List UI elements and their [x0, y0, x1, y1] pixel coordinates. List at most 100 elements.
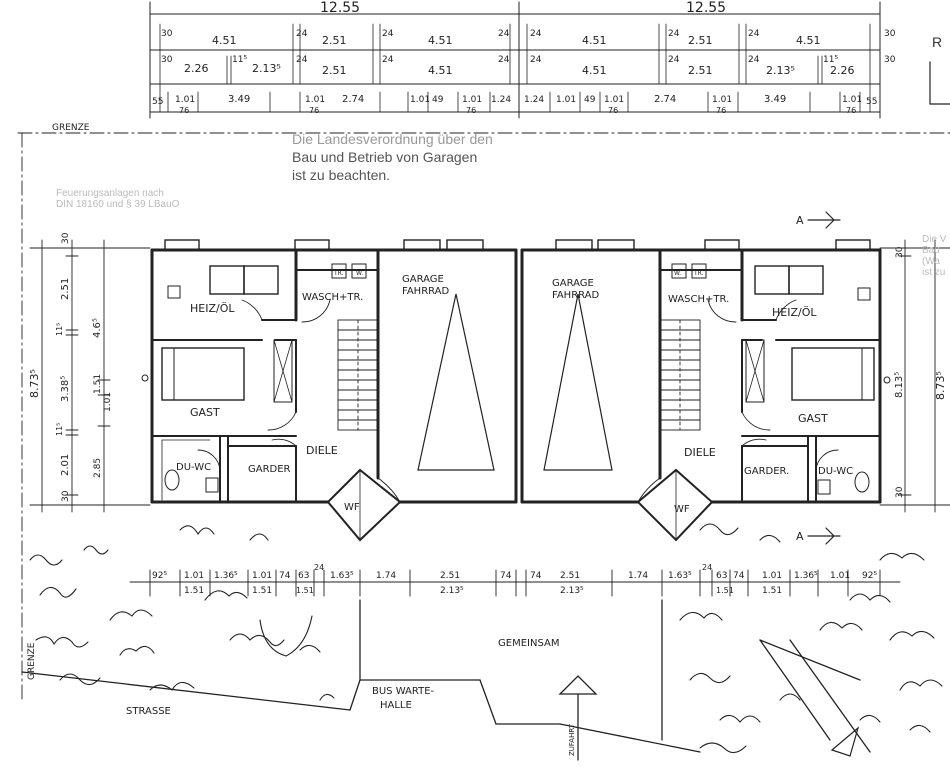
dim-left-r3-3: 3.49 — [228, 94, 250, 105]
dim-right-r2-5: 2.13⁵ — [766, 64, 795, 77]
dim-left-r1-3: 2.51 — [322, 34, 347, 47]
dim-bottom-right-11: 1.36⁵ — [794, 571, 818, 581]
left-house — [141, 239, 518, 542]
dim-vert-left-7: 8.73⁵ — [28, 369, 41, 398]
right-edge-line1: Die V — [922, 234, 947, 245]
left-dimension-lines — [29, 239, 151, 513]
dim-bottom-right-13: 92⁵ — [862, 571, 877, 581]
room-wasch-right: WASCH+TR. — [668, 294, 729, 305]
room-heiz-right: HEIZ/ÖL — [772, 306, 817, 319]
dim-bottom-right-1: 2.51 — [560, 571, 580, 581]
dim-right-r3-0: 1.24 — [524, 95, 544, 105]
dim-left-r2-8: 24 — [498, 55, 510, 65]
dim-left-r3-11: 1.24 — [491, 95, 511, 105]
dim-left-r3-1: 1.01 — [175, 95, 195, 105]
dim-right-r1-4: 24 — [748, 29, 760, 39]
dim-left-r1-1: 4.51 — [212, 34, 237, 47]
dim-left-r2-0: 30 — [161, 55, 173, 65]
dim-bottom-left-1: 1.01 — [184, 571, 204, 581]
dim-vert-left-9: 1.51 — [93, 374, 103, 394]
site-lines — [21, 599, 871, 761]
label-gemeinsam: GEMEINSAM — [498, 638, 559, 649]
dim-vert-left-10: 1.01 — [103, 392, 113, 412]
feuer-note-line1: Feuerungsanlagen nach — [56, 188, 164, 199]
room-tr-right: TR. — [693, 270, 704, 277]
room-fahrrad-right: FAHRRAD — [552, 290, 600, 301]
label-strasse: STRASSE — [126, 706, 171, 717]
dim-right-r2-6: 11⁵ — [823, 55, 838, 65]
dim-right-r3-8: 3.49 — [764, 94, 786, 105]
dim-right-r3-4: 76 — [608, 106, 618, 115]
right-house — [520, 239, 891, 542]
dim-right-r3-9: 1.01 — [842, 95, 862, 105]
dim-left-r3-10: 76 — [466, 106, 476, 115]
room-duwc-left: DU-WC — [176, 462, 211, 473]
dim-left-r3-4: 1.01 — [305, 95, 325, 105]
dim-vert-left-2: 11⁵ — [55, 323, 64, 336]
label-grenze-side: GRENZE — [27, 642, 37, 680]
bottom-dimension-lines — [129, 569, 901, 597]
dim-left-r1-6: 24 — [498, 29, 510, 39]
dim-bottom-left-10: 1.63⁵ — [330, 571, 354, 581]
dim-left-r3-9: 1.01 — [462, 95, 482, 105]
dim-bottom-right-2: 2.13⁵ — [560, 586, 584, 596]
garage-note-line1: Die Landesverordnung über den — [292, 131, 493, 147]
room-gast-left: GAST — [190, 406, 220, 419]
section-marker-lines — [807, 211, 841, 545]
dim-bottom-right-3: 1.74 — [628, 571, 648, 581]
garage-regulation-note: Die Landesverordnung über den Bau und Be… — [292, 130, 493, 184]
dim-bottom-right-5: 24 — [702, 563, 712, 572]
dim-right-r2-4: 24 — [748, 55, 760, 65]
dim-vert-left-6: 30 — [61, 490, 71, 502]
property-boundary — [17, 132, 950, 701]
dim-left-r1-4: 24 — [382, 29, 394, 39]
dim-bottom-left-12: 2.51 — [440, 571, 460, 581]
dim-right-r3-2: 49 — [584, 95, 596, 105]
dim-vert-left-8: 4.6⁵ — [92, 318, 103, 338]
dim-right-r2-0: 24 — [530, 55, 542, 65]
dim-left-r3-2: 76 — [179, 106, 189, 115]
dim-bottom-right-6: 63 — [716, 571, 727, 581]
dim-bottom-left-2: 1.51 — [184, 586, 204, 596]
dim-vert-left-5: 2.01 — [60, 454, 71, 476]
dim-bottom-right-9: 1.01 — [762, 571, 782, 581]
room-tr-left: TR. — [333, 270, 344, 277]
dim-left-r2-5: 2.51 — [322, 64, 347, 77]
room-diele-right: DIELE — [684, 446, 716, 459]
dim-right-r1-0: 24 — [530, 29, 542, 39]
dim-right-r1-3: 2.51 — [688, 34, 713, 47]
dim-left-r1-0: 30 — [161, 29, 173, 39]
dim-bottom-left-4: 1.01 — [252, 571, 272, 581]
room-gast-right: GAST — [798, 412, 828, 425]
room-wf-left: WF — [344, 502, 360, 513]
dim-bottom-right-7: 1.51 — [716, 586, 734, 595]
room-garage-right: GARAGE — [552, 278, 594, 289]
firing-installation-note: Feuerungsanlagen nach DIN 18160 und § 39… — [56, 188, 179, 210]
dim-right-r1-5: 4.51 — [796, 34, 821, 47]
label-bus-line2: HALLE — [380, 700, 412, 711]
room-garder-right: GARDER. — [744, 466, 789, 477]
dim-vert-right-1: 8.73⁵ — [934, 371, 947, 400]
dim-bottom-left-14: 74 — [500, 571, 512, 581]
dim-right-r2-3: 2.51 — [688, 64, 713, 77]
dim-bottom-left-13: 2.13⁵ — [440, 586, 464, 596]
room-fahrrad-left: FAHRRAD — [402, 286, 450, 297]
section-mark-top: A — [796, 214, 804, 227]
room-w-left: W. — [356, 270, 363, 277]
dim-left-r3-6: 2.74 — [342, 94, 364, 105]
section-mark-bottom: A — [796, 530, 804, 543]
garage-note-line3: ist zu beachten. — [292, 167, 391, 183]
dim-vert-left-1: 2.51 — [60, 278, 71, 300]
dim-left-r1-5: 4.51 — [428, 34, 453, 47]
dim-right-r2-7: 2.26 — [830, 64, 855, 77]
dim-bottom-right-8: 74 — [733, 571, 745, 581]
dim-vert-left-3: 3.38⁵ — [60, 376, 71, 402]
dim-left-r1-2: 24 — [296, 29, 308, 39]
vegetation — [29, 523, 943, 754]
dim-left-r2-6: 24 — [382, 55, 394, 65]
room-w-right: W. — [674, 270, 681, 277]
dim-left-r3-8: 49 — [432, 95, 444, 105]
dim-vert-right-0: 30 — [895, 246, 905, 258]
dim-right-r3-10: 76 — [846, 106, 856, 115]
